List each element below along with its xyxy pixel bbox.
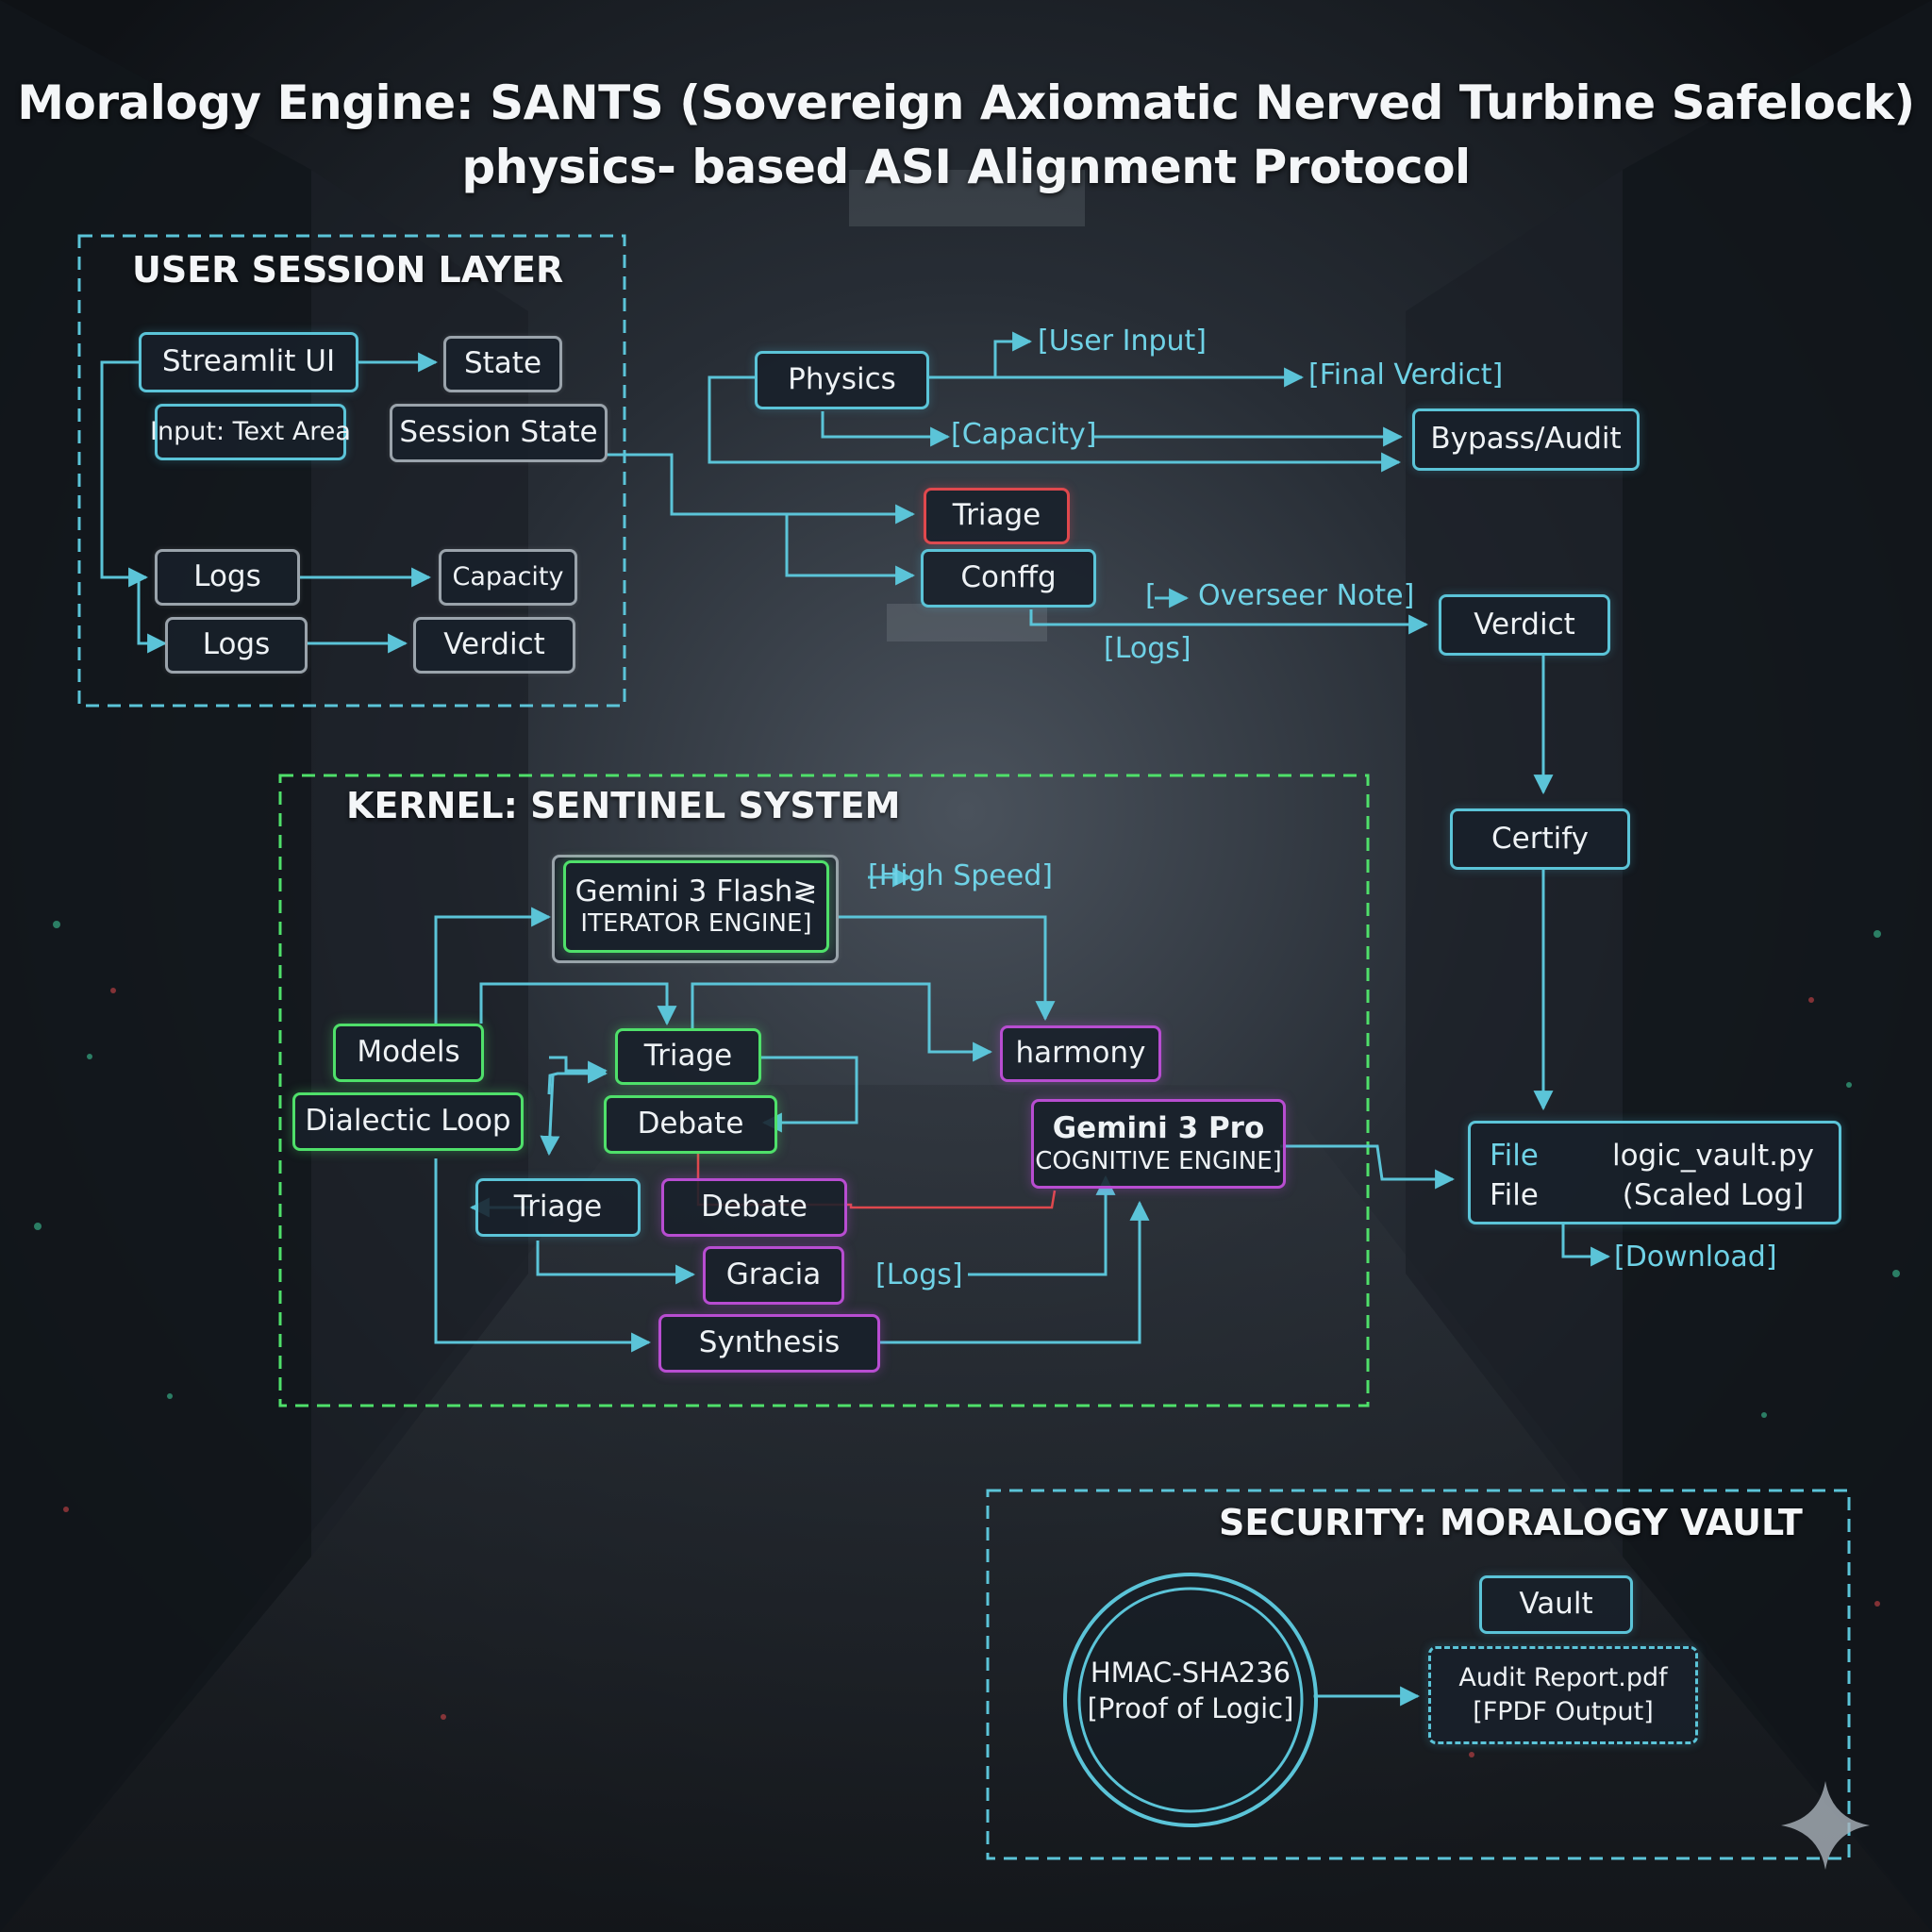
gemini-pro-title: Gemini 3 Pro [1052,1111,1265,1146]
harmony-node[interactable]: harmony [1000,1025,1161,1082]
triage-node-kernel-1[interactable]: Triage [615,1028,761,1085]
overseer-note-label: Overseer Note] [1198,579,1415,612]
config-node[interactable]: Conffg [921,549,1096,608]
logs-node-2[interactable]: Logs [165,617,308,674]
audit-line2: [FPDF Output] [1473,1697,1654,1726]
file-label-1: File [1490,1139,1539,1173]
audit-report-node[interactable]: Audit Report.pdf [FPDF Output] [1428,1646,1698,1744]
logs-label-kernel: [Logs] [875,1258,963,1291]
overseer-bracket: [ [1145,579,1157,612]
verdict-node[interactable]: Verdict [1439,594,1610,656]
page-title-line2: physics- based ASI Alignment Protocol [461,140,1471,194]
hmac-text: HMAC-SHA236 [Proof of Logic] [1068,1656,1313,1726]
capacity-node[interactable]: Capacity [439,549,577,606]
hmac-line1: HMAC-SHA236 [1090,1657,1291,1689]
security-title: SECURITY: MORALOGY VAULT [1219,1502,1803,1543]
gemini-flash-node[interactable]: Gemini 3 Flash≷ ITERATOR ENGINE] [563,860,829,953]
synthesis-node[interactable]: Synthesis [658,1314,880,1373]
gemini-flash-title: Gemini 3 Flash≷ [575,874,818,908]
kernel-frame [278,774,1370,1407]
input-text-area-node[interactable]: Input: Text Area [150,404,351,460]
session-state-node[interactable]: Session State [390,404,608,462]
file-label-2: File [1490,1177,1539,1212]
triage-node-flow[interactable]: Triage [924,488,1070,544]
sparkle-icon [1781,1781,1870,1870]
dialectic-loop-node[interactable]: Dialectic Loop [292,1092,524,1151]
verdict-node-session[interactable]: Verdict [413,617,575,674]
physics-node[interactable]: Physics [755,351,929,409]
user-input-label: [User Input] [1038,325,1208,358]
user-session-frame [77,234,626,708]
audit-line1: Audit Report.pdf [1458,1662,1668,1692]
models-node[interactable]: Models [333,1024,484,1082]
file-values: logic_vault.py (Scaled Log] [1600,1137,1826,1216]
kernel-title: KERNEL: SENTINEL SYSTEM [346,785,901,826]
hmac-line2: [Proof of Logic] [1087,1691,1294,1724]
bypass-audit-node[interactable]: Bypass/Audit [1412,408,1640,471]
download-label[interactable]: [Download] [1614,1241,1777,1274]
debate-node-kernel-2[interactable]: Debate [661,1178,847,1237]
file-labels: File File [1490,1137,1539,1216]
logic-vault-file-node[interactable]: File File logic_vault.py (Scaled Log] [1468,1121,1841,1224]
streamlit-ui-node[interactable]: Streamlit UI [139,332,358,392]
vault-node[interactable]: Vault [1479,1575,1633,1634]
final-verdict-label: [Final Verdict] [1308,358,1504,391]
file-desc: (Scaled Log] [1622,1177,1805,1212]
security-frame [986,1489,1851,1860]
page-title-line1: Moralogy Engine: SANTS (Sovereign Axioma… [17,75,1915,130]
high-speed-label: [High Speed] [868,859,1053,892]
hmac-ring-outer [1063,1573,1318,1827]
user-session-title: USER SESSION LAYER [132,249,564,291]
triage-node-kernel-2[interactable]: Triage [475,1178,641,1237]
logs-label-flow: [Logs] [1104,632,1191,665]
gemini-pro-sub: COGNITIVE ENGINE] [1035,1146,1282,1175]
gemini-pro-node[interactable]: Gemini 3 Pro COGNITIVE ENGINE] [1031,1099,1286,1189]
gemini-flash-sub: ITERATOR ENGINE] [580,909,812,938]
certify-node[interactable]: Certify [1450,808,1630,870]
hmac-ring-inner [1077,1587,1304,1813]
debate-node-kernel-1[interactable]: Debate [604,1095,777,1154]
capacity-label: [Capacity] [951,418,1097,451]
gracia-node[interactable]: Gracia [703,1246,844,1305]
logs-node-1[interactable]: Logs [155,549,300,606]
file-name: logic_vault.py [1611,1139,1815,1173]
state-node[interactable]: State [443,336,562,392]
